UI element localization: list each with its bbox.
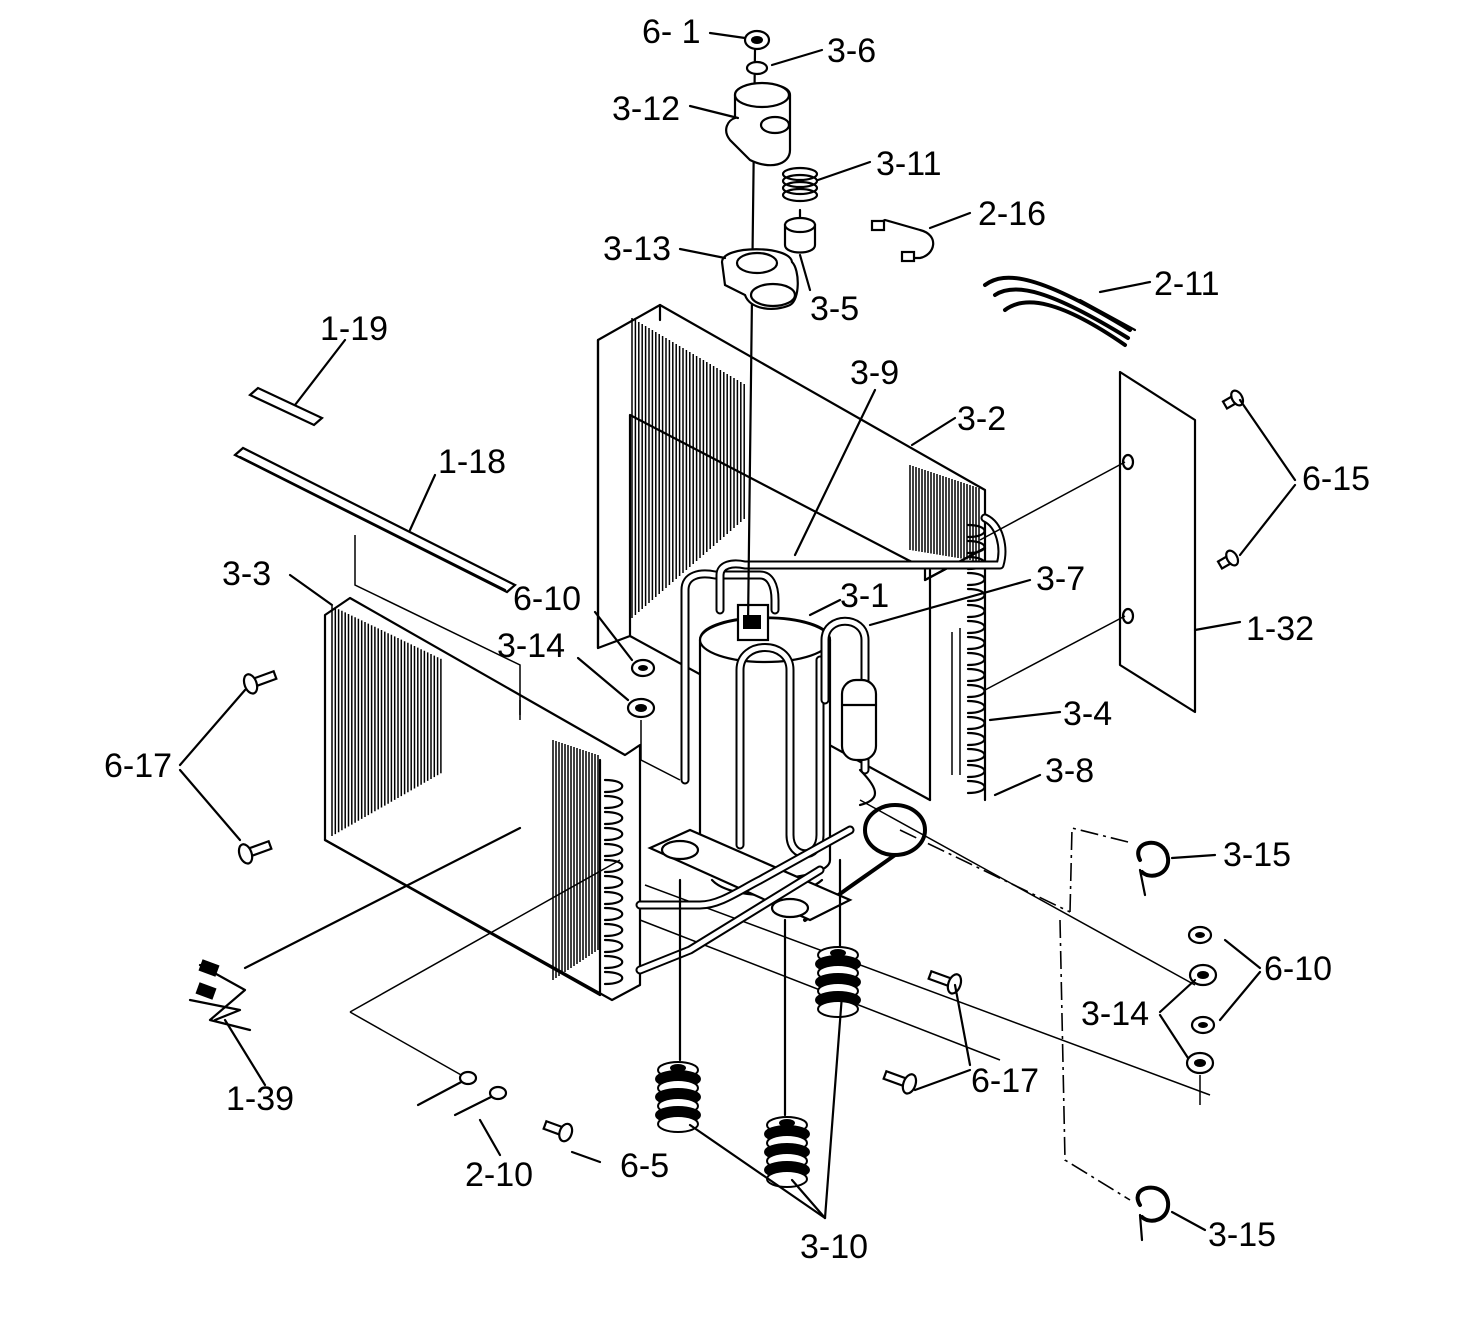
- label-3-9: 3-9: [850, 354, 899, 392]
- label-6-1: 6- 1: [642, 13, 701, 51]
- condenser-coil-front: [323, 596, 642, 1002]
- label-6-15: 6-15: [1302, 460, 1370, 498]
- label-2-11: 2-11: [1154, 265, 1220, 303]
- label-6-5: 6-5: [620, 1147, 669, 1185]
- label-3-12: 3-12: [612, 90, 680, 128]
- label-1-39: 1-39: [226, 1080, 294, 1118]
- label-1-19: 1-19: [320, 310, 388, 348]
- label-6-17-left: 6-17: [104, 747, 172, 785]
- clamps: [899, 826, 1171, 1242]
- label-3-1: 3-1: [840, 577, 889, 615]
- label-3-2: 3-2: [957, 400, 1006, 438]
- label-3-14-right: 3-14: [1081, 995, 1149, 1033]
- condenser-coil-back: [596, 303, 987, 802]
- label-6-17-right: 6-17: [971, 1062, 1039, 1100]
- label-2-10: 2-10: [465, 1156, 533, 1194]
- screws-6-17-right: [882, 969, 963, 1095]
- lead-wires: [983, 275, 1137, 347]
- label-3-15-top: 3-15: [1223, 836, 1291, 874]
- label-3-4: 3-4: [1063, 695, 1112, 733]
- label-2-16: 2-16: [978, 195, 1046, 233]
- side-panel: [979, 370, 1197, 714]
- rubber-mounts: [655, 858, 861, 1188]
- label-3-3: 3-3: [222, 555, 271, 593]
- label-3-10: 3-10: [800, 1228, 868, 1266]
- accumulator: [820, 616, 878, 807]
- label-3-15-bottom: 3-15: [1208, 1216, 1276, 1254]
- grommets-right: [1185, 925, 1218, 1105]
- label-3-7: 3-7: [1036, 560, 1085, 598]
- label-3-5: 3-5: [810, 290, 859, 328]
- leader-lines: [178, 31, 1297, 1232]
- label-1-32: 1-32: [1246, 610, 1314, 648]
- screws-6-17-left: [237, 669, 278, 865]
- grommets-left: [626, 658, 681, 781]
- screws-6-15: [1216, 389, 1245, 570]
- label-3-14-left: 3-14: [497, 627, 565, 665]
- valve-stack: [720, 29, 819, 627]
- base-plate: [635, 825, 855, 975]
- label-6-10-right: 6-10: [1264, 950, 1332, 988]
- discharge-tube: [680, 513, 1007, 785]
- insulation-strips: [233, 386, 521, 715]
- label-1-18: 1-18: [438, 443, 506, 481]
- label-6-10-left: 6-10: [513, 580, 581, 618]
- label-3-13: 3-13: [603, 230, 671, 268]
- part-labels: 6- 1 3-6 3-12 3-11 2-16 3-13 2-11 3-5 1-…: [104, 13, 1370, 1266]
- fasteners-2-10: [349, 859, 621, 1143]
- bracket-1-39: [188, 826, 522, 1032]
- label-3-11: 3-11: [876, 145, 942, 183]
- label-3-6: 3-6: [827, 32, 876, 70]
- label-3-8: 3-8: [1045, 752, 1094, 790]
- wire-clip: [870, 218, 935, 263]
